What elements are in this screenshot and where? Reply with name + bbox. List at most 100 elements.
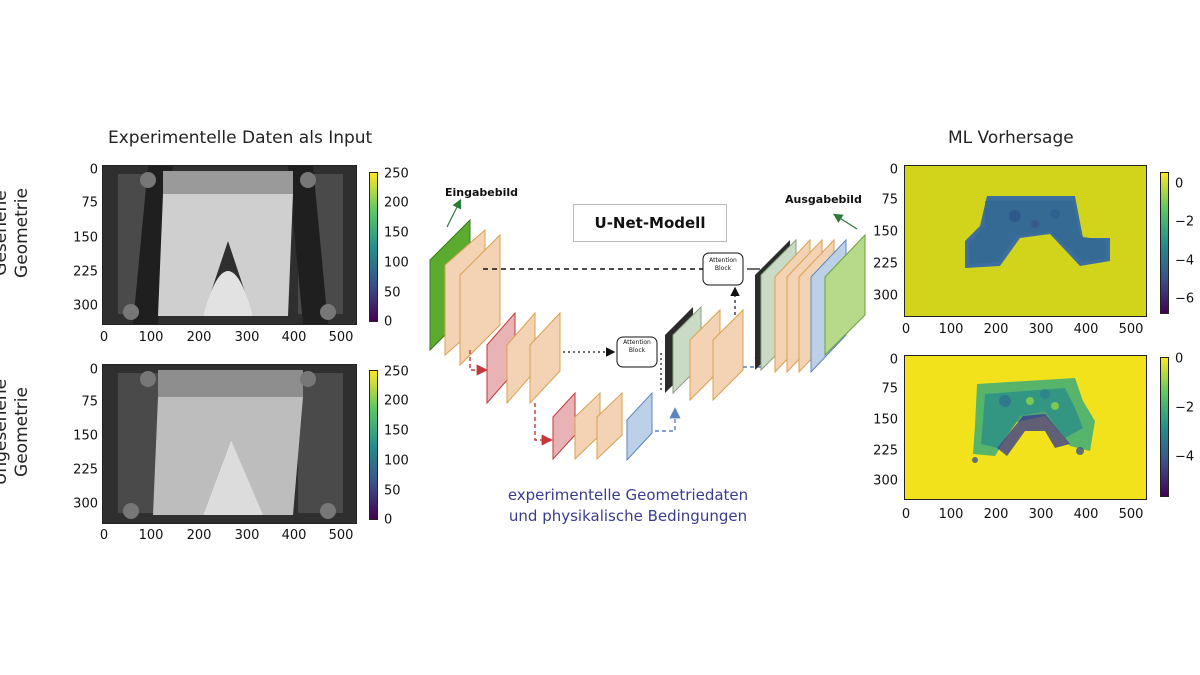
unet-diagram: [429, 198, 866, 462]
prediction-image-seen: [904, 165, 1147, 317]
y-tick: 150: [73, 230, 98, 246]
x-tick: 400: [281, 528, 307, 543]
colorbar-prediction-unseen: [1160, 357, 1169, 497]
x-tick: 200: [983, 322, 1009, 337]
attention-block-top: [702, 252, 744, 286]
caption-line1: experimentelle Geometriedaten: [507, 486, 749, 504]
colorbar-tick: 0: [384, 512, 393, 528]
row-label-seen: Gesehene Geometrie: [0, 178, 33, 288]
model-label-box: U-Net-Modell: [573, 204, 727, 242]
colorbar-tick: −4: [1175, 449, 1195, 465]
row-label-seen-line1: Gesehene: [0, 190, 11, 276]
y-tick: 225: [873, 443, 898, 459]
y-tick: 225: [873, 256, 898, 272]
colorbar-tick: 50: [384, 285, 401, 301]
feature-map: [529, 311, 561, 405]
y-tick: 75: [81, 195, 98, 211]
model-label: U-Net-Modell: [594, 214, 706, 232]
y-tick: 225: [73, 264, 98, 280]
caption-line2: und physikalische Bedingungen: [508, 507, 748, 525]
y-tick: 0: [889, 162, 898, 178]
y-tick: 300: [73, 298, 98, 314]
input-label: Eingabebild: [445, 186, 519, 199]
y-tick: 300: [873, 473, 898, 489]
colorbar-tick: −6: [1175, 291, 1195, 307]
prediction-image-unseen: [904, 355, 1147, 500]
y-tick: 75: [881, 381, 898, 397]
x-tick: 200: [186, 528, 212, 543]
attention-block-mid: [616, 336, 658, 368]
attention-label-line2: Block: [714, 265, 732, 272]
colorbar-tick: 50: [384, 483, 401, 499]
experimental-image-seen: [102, 165, 357, 325]
colorbar-tick: 200: [384, 393, 409, 409]
row-label-unseen-line2: Geometrie: [12, 387, 32, 477]
colorbar-tick: −2: [1175, 214, 1195, 230]
colorbar-tick: 100: [384, 255, 409, 271]
x-tick: 100: [938, 507, 964, 522]
feature-map-pool: [552, 391, 576, 461]
input-pointer: [446, 198, 462, 228]
y-tick: 75: [881, 192, 898, 208]
y-tick: 0: [889, 352, 898, 368]
y-tick: 150: [873, 412, 898, 428]
x-tick: 0: [901, 507, 911, 522]
x-tick: 200: [983, 507, 1009, 522]
colorbar-tick: 200: [384, 195, 409, 211]
colorbar-unseen: [369, 370, 378, 520]
row-label-unseen-line1: Ungesehene: [0, 378, 11, 486]
x-tick: 0: [99, 528, 109, 543]
right-panel-title: ML Vorhersage: [948, 128, 1074, 148]
output-pointer: [832, 213, 858, 230]
x-tick: 500: [1118, 322, 1144, 337]
y-tick: 0: [89, 162, 98, 178]
colorbar-tick: −4: [1175, 253, 1195, 269]
colorbar-tick: 250: [384, 364, 409, 380]
x-tick: 100: [138, 330, 164, 345]
attention-label-line1: Attention: [709, 257, 737, 264]
colorbar-tick: −2: [1175, 400, 1195, 416]
attention-label-top: Attention Block: [703, 257, 743, 273]
y-tick: 0: [89, 362, 98, 378]
output-label: Ausgabebild: [785, 193, 862, 206]
y-tick: 150: [73, 428, 98, 444]
left-panel-title: Experimentelle Daten als Input: [108, 128, 373, 148]
colorbar-tick: 100: [384, 453, 409, 469]
x-tick: 300: [1028, 507, 1054, 522]
x-tick: 300: [1028, 322, 1054, 337]
colorbar-tick: 0: [1175, 176, 1184, 192]
attention-label-mid: Attention Block: [617, 339, 657, 355]
y-tick: 300: [873, 288, 898, 304]
x-tick: 400: [1073, 507, 1099, 522]
attention-label-line1: Attention: [623, 339, 651, 346]
colorbar-tick: 0: [384, 314, 393, 330]
colorbar-seen: [369, 172, 378, 322]
colorbar-prediction-seen: [1160, 172, 1169, 314]
attention-label-line2: Block: [628, 347, 646, 354]
y-tick: 225: [73, 462, 98, 478]
x-tick: 100: [138, 528, 164, 543]
colorbar-tick: 0: [1175, 351, 1184, 367]
x-tick: 300: [234, 528, 260, 543]
x-tick: 0: [901, 322, 911, 337]
x-tick: 500: [328, 330, 354, 345]
x-tick: 500: [328, 528, 354, 543]
y-tick: 75: [81, 394, 98, 410]
x-tick: 100: [938, 322, 964, 337]
colorbar-tick: 250: [384, 166, 409, 182]
diagram-caption: experimentelle Geometriedaten und physik…: [478, 485, 778, 527]
feature-map-upsample: [626, 391, 653, 462]
feature-map: [596, 391, 623, 461]
experimental-image-unseen: [102, 364, 357, 524]
y-tick: 150: [873, 224, 898, 240]
feature-map: [459, 233, 501, 367]
colorbar-tick: 150: [384, 225, 409, 241]
y-tick: 300: [73, 496, 98, 512]
colorbar-tick: 150: [384, 423, 409, 439]
x-tick: 500: [1118, 507, 1144, 522]
row-label-unseen: Ungesehene Geometrie: [0, 377, 33, 487]
x-tick: 300: [234, 330, 260, 345]
row-label-seen-line2: Geometrie: [12, 188, 32, 278]
x-tick: 400: [1073, 322, 1099, 337]
